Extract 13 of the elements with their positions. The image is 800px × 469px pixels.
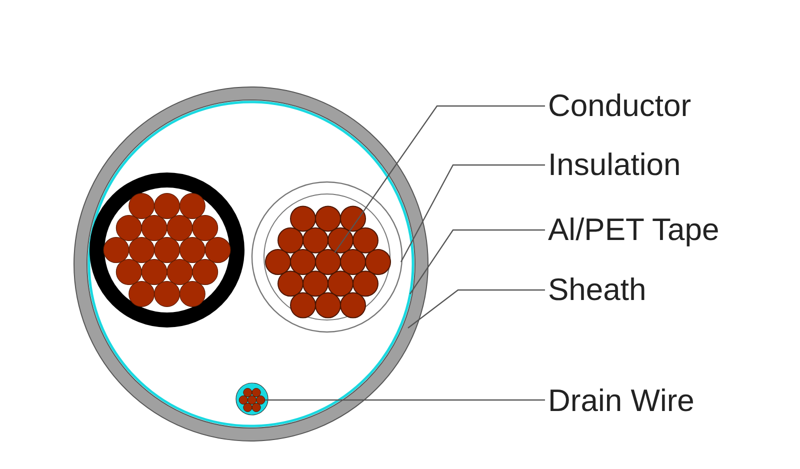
- tape-layer: [88, 100, 414, 428]
- sheath-ring: [74, 86, 428, 442]
- part-label: Conductor: [548, 88, 692, 124]
- insulation-ring: [251, 181, 403, 333]
- leader-line: [410, 229, 545, 294]
- drain-wire: [236, 382, 268, 416]
- leader-line: [408, 289, 545, 328]
- part-label: Al/PET Tape: [548, 212, 720, 248]
- part-label: Drain Wire: [548, 383, 694, 419]
- part-label: Sheath: [548, 272, 646, 308]
- leader-line: [265, 399, 545, 401]
- conductor-strand: [315, 249, 341, 275]
- part-label: Insulation: [548, 147, 681, 183]
